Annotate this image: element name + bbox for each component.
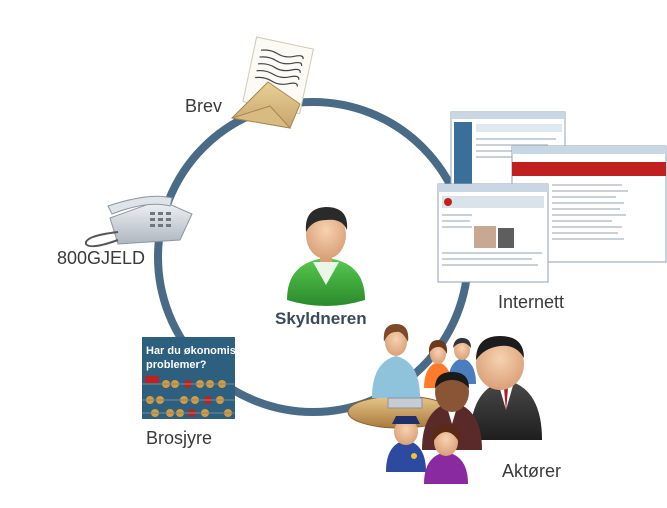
- label-phone: 800GJELD: [57, 248, 146, 268]
- brochure-icon: Har du økonomiske problemer?: [142, 337, 248, 419]
- brochure-line1: Har du økonomiske: [146, 345, 248, 357]
- label-letter: Brev: [185, 96, 223, 116]
- center-label: Skyldneren: [275, 309, 367, 328]
- web-pages-icon: [437, 111, 667, 283]
- label-brochure: Brosjyre: [146, 428, 213, 448]
- debtor-person-icon: [287, 207, 365, 306]
- label-actors: Aktører: [502, 461, 562, 481]
- label-internet: Internett: [498, 292, 565, 312]
- envelope-icon: [230, 36, 314, 129]
- brochure-line2: problemer?: [146, 359, 207, 371]
- telephone-icon: [84, 195, 193, 248]
- actors-group-icon: [347, 324, 542, 484]
